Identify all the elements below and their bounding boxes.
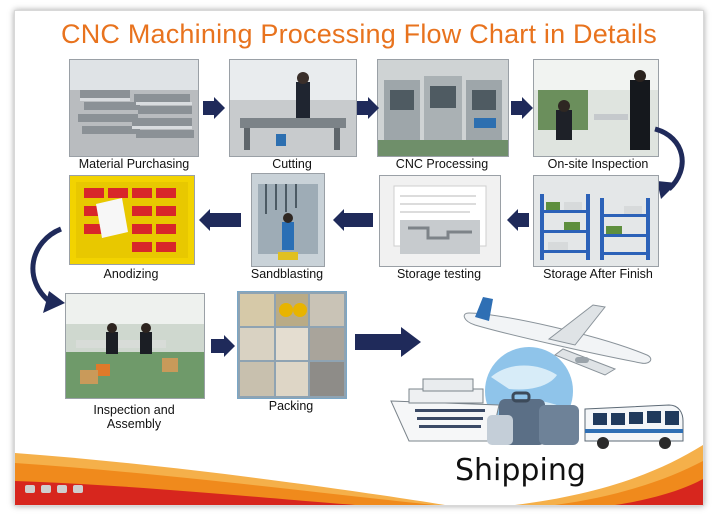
- arrow-right: [211, 335, 235, 357]
- curved-arrow-down: [30, 226, 65, 313]
- step-label: Anodizing: [103, 267, 159, 281]
- step-label: Sandblasting: [250, 267, 324, 281]
- step-label: Cutting: [272, 157, 312, 171]
- photo-packing: [237, 291, 347, 399]
- slides-icon[interactable]: [57, 485, 67, 493]
- bus-icon: [584, 404, 684, 449]
- slide-toolbar: [25, 485, 83, 493]
- slide: CNC Machining Processing Flow Chart in D…: [14, 10, 704, 506]
- arrow-right: [357, 97, 379, 119]
- step-label: Packing: [268, 399, 314, 413]
- page-title: CNC Machining Processing Flow Chart in D…: [61, 19, 657, 49]
- airplane-icon: [463, 297, 652, 376]
- arrow-right: [511, 97, 533, 119]
- step-label: CNC Processing: [395, 157, 489, 171]
- decorative-swoosh: [15, 445, 703, 505]
- step-label: Material Purchasing: [78, 157, 190, 171]
- curved-arrow-down: [654, 126, 685, 199]
- photo-storage-testing: [379, 175, 501, 267]
- menu-icon[interactable]: [73, 485, 83, 493]
- step-label: Inspection and Assembly: [93, 403, 175, 431]
- step-label: On-site Inspection: [547, 157, 649, 171]
- arrow-icon[interactable]: [25, 485, 35, 493]
- photo-storage-after-finish: [533, 175, 659, 267]
- pen-icon[interactable]: [41, 485, 51, 493]
- luggage-icon: [487, 391, 579, 445]
- arrow-left: [507, 209, 529, 231]
- photo-onsite-inspection: [533, 59, 659, 157]
- shipping-label: Shipping: [455, 453, 586, 488]
- photo-sandblasting: [251, 173, 325, 267]
- photo-material-purchasing: [69, 59, 199, 157]
- photo-cutting: [229, 59, 357, 157]
- shipping-illustration: [390, 297, 684, 449]
- step-label: Storage testing: [396, 267, 482, 281]
- photo-cnc-processing: [377, 59, 509, 157]
- photo-anodizing: [69, 175, 195, 265]
- arrow-right: [355, 327, 421, 357]
- ship-icon: [390, 378, 500, 442]
- arrow-right: [203, 97, 225, 119]
- arrow-left: [199, 209, 241, 231]
- step-label: Storage After Finish: [543, 267, 653, 281]
- arrow-left: [333, 209, 373, 231]
- photo-inspection-assembly: [65, 293, 205, 399]
